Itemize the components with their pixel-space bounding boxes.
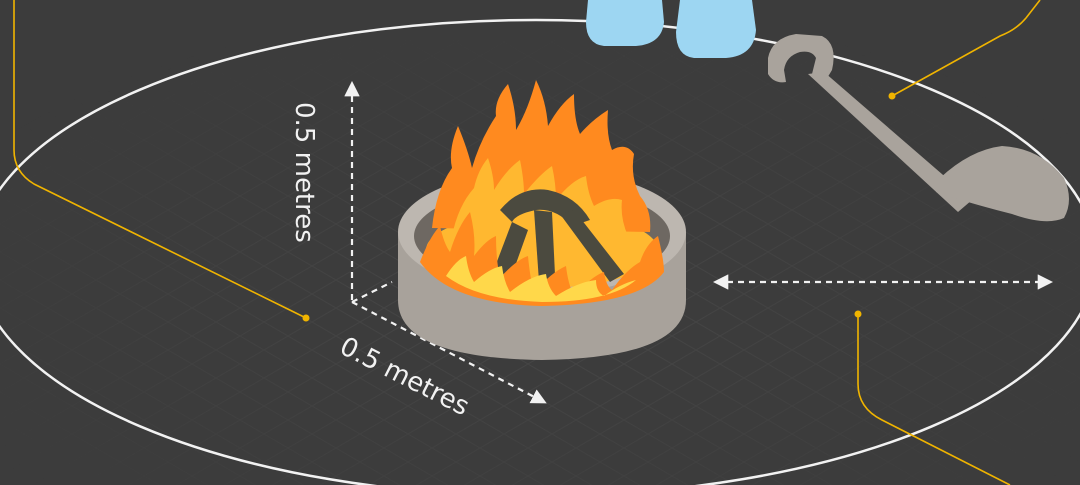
- callout-dot-ring: [854, 310, 862, 318]
- callout-lines: [13, 0, 1041, 485]
- depth-arrow: [351, 301, 547, 404]
- callout-dots: [302, 92, 896, 322]
- dimension-arrows: [344, 80, 1054, 404]
- callout-top-right: [891, 0, 1041, 97]
- flame-front-inner: [446, 256, 636, 302]
- safety-ring: [0, 18, 1080, 485]
- shovel-icon: [768, 34, 1069, 222]
- callout-left: [13, 0, 307, 319]
- callout-dot-shovel: [888, 92, 896, 100]
- callout-dot-left: [302, 314, 310, 322]
- height-label: 0.5 metres: [289, 102, 319, 243]
- corner-tick: [351, 281, 393, 303]
- logs: [490, 189, 624, 296]
- fire-pit: [398, 80, 686, 360]
- boots-icon: [586, 0, 756, 58]
- callout-bottom-right: [857, 314, 1011, 485]
